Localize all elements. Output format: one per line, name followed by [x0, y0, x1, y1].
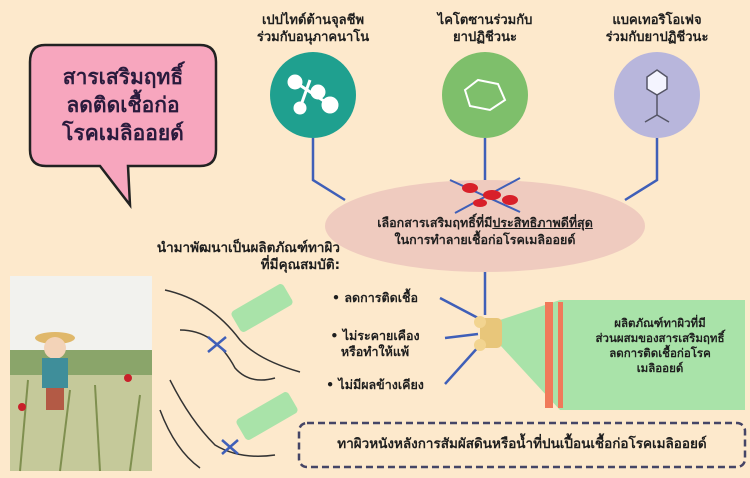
- development-heading: นำมาพัฒนาเป็นผลิตภัณฑ์ทาผิวที่มีคุณสมบัต…: [156, 240, 340, 273]
- option-chitosan-label: ไคโตซานร่วมกับยาปฏิชีวนะ: [437, 13, 533, 45]
- product-label: ผลิตภัณฑ์ทาผิวที่มีส่วนผสมของสารเสริมฤทธ…: [595, 316, 725, 375]
- headline: สารเสริมฤทธิ์ ลดติดเชื้อก่อ โรคเมลิออยด์: [62, 65, 184, 145]
- option-antimicrobial-peptide-label: เปปไทด์ต้านจุลชีพร่วมกับอนุภาคนาโน: [256, 13, 370, 45]
- arm-illustration: [159, 289, 301, 469]
- instruction-box-border: [297, 421, 747, 469]
- cream-tube-illustration: [474, 300, 745, 410]
- instruction-text: ทาผิวหนังหลังการสัมผัสดินหรือน้ำที่ปนเปื…: [337, 436, 707, 452]
- cream-bottle-small-icon-2: [236, 392, 298, 440]
- farmer-field-illustration: [10, 276, 152, 472]
- property-non-irritating: • ไม่ระคายเคืองหรือทำให้แพ้: [330, 328, 420, 359]
- option-bacteriophage-label: แบคเทอริโอเฟจร่วมกับยาปฏิชีวนะ: [605, 13, 709, 45]
- speech-bubble: [28, 43, 218, 209]
- selection-ellipse: [325, 180, 645, 272]
- chitosan-molecule-icon: [442, 52, 528, 138]
- property-reduce-infection: • ลดการติดเชื้อ: [332, 290, 418, 305]
- property-no-side-effects: • ไม่มีผลข้างเคียง: [326, 377, 424, 392]
- connector-lines: [311, 138, 659, 385]
- cream-bottle-small-icon: [231, 284, 293, 332]
- selection-text: เลือกสารเสริมฤทธิ์ที่มีประสิทธิภาพดีที่ส…: [377, 215, 593, 247]
- crossed-bacteria-icon: [449, 177, 521, 214]
